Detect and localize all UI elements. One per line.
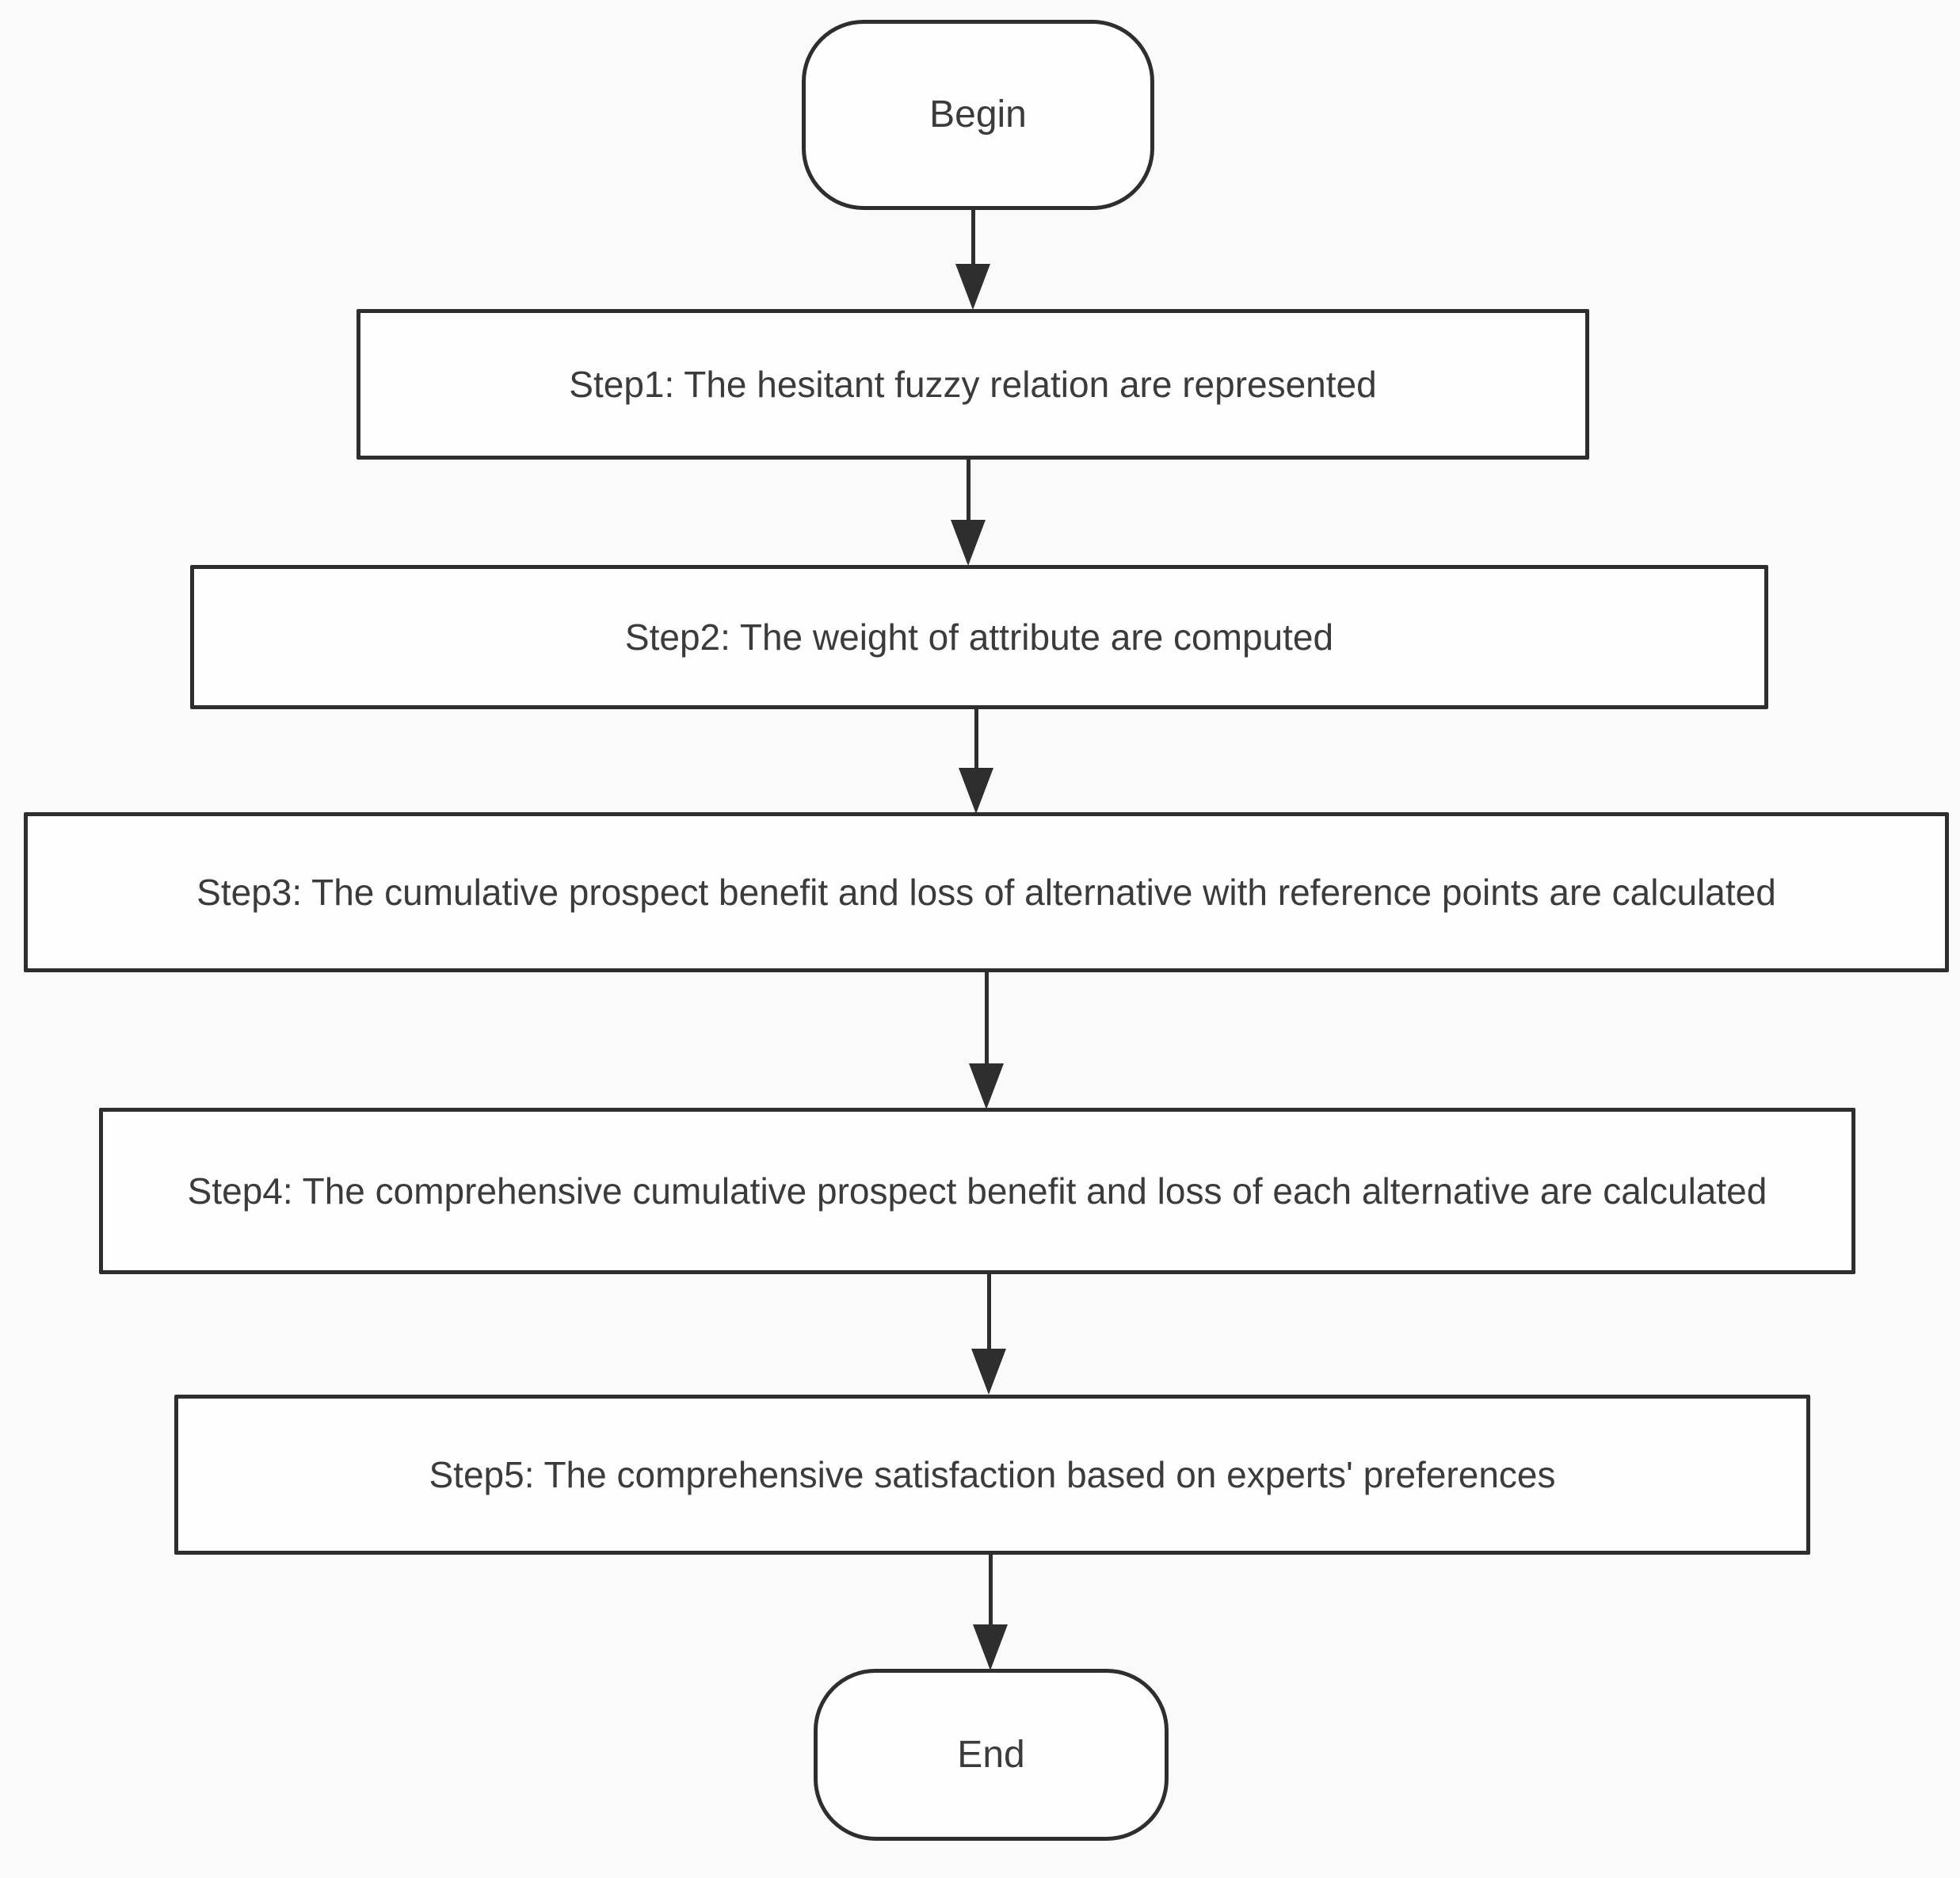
node-step2-label: Step2: The weight of attribute are compu… [624,616,1334,658]
arrowhead-down-icon [973,1624,1008,1670]
node-begin-label: Begin [929,94,1027,136]
arrow-stem [988,1553,993,1626]
arrow-step3-to-step4 [968,971,1005,1109]
arrow-stem [984,971,989,1065]
arrowhead-down-icon [959,768,993,814]
arrow-stem [970,208,975,265]
node-begin: Begin [802,20,1154,210]
arrow-stem [974,708,978,769]
node-step1: Step1: The hesitant fuzzy relation are r… [357,309,1589,460]
arrow-begin-to-step1 [955,208,991,310]
arrow-step2-to-step3 [958,708,994,814]
node-step4: Step4: The comprehensive cumulative pros… [99,1108,1855,1274]
arrowhead-down-icon [955,264,990,310]
node-step5-label: Step5: The comprehensive satisfaction ba… [429,1453,1556,1495]
node-end: End [814,1669,1169,1841]
arrowhead-down-icon [951,520,986,566]
node-step3-label: Step3: The cumulative prospect benefit a… [196,871,1776,913]
node-step2: Step2: The weight of attribute are compu… [190,565,1768,709]
node-step5: Step5: The comprehensive satisfaction ba… [174,1395,1810,1555]
arrowhead-down-icon [969,1063,1004,1109]
arrowhead-down-icon [971,1349,1006,1395]
arrow-stem [966,458,970,521]
arrow-step1-to-step2 [950,458,986,566]
node-step4-label: Step4: The comprehensive cumulative pros… [187,1170,1767,1212]
node-step1-label: Step1: The hesitant fuzzy relation are r… [569,363,1377,405]
arrow-step4-to-step5 [970,1273,1007,1395]
arrow-stem [986,1273,991,1350]
node-step3: Step3: The cumulative prospect benefit a… [24,812,1949,972]
node-end-label: End [957,1733,1025,1776]
arrow-step5-to-end [972,1553,1009,1670]
